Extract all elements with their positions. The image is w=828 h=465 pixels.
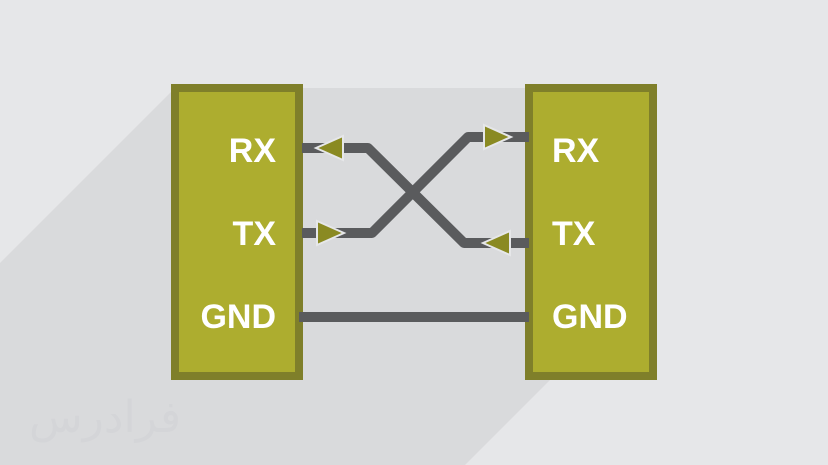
right-pin-tx-label: TX	[552, 215, 596, 253]
arrow-right-rx-incoming	[483, 123, 514, 151]
arrow-right-tx-outgoing	[480, 229, 511, 257]
left-device	[171, 84, 303, 380]
right-device	[525, 84, 657, 380]
left-pin-rx-label: RX	[229, 132, 277, 170]
right-pin-rx-label: RX	[552, 132, 600, 170]
right-pin-gnd-label: GND	[552, 298, 628, 336]
arrow-left-tx-outgoing	[316, 219, 347, 247]
watermark-logo: فرادرس	[29, 392, 181, 443]
background-shadow	[0, 88, 653, 465]
left-pin-tx-label: TX	[233, 215, 277, 253]
left-pin-gnd-label: GND	[200, 298, 276, 336]
arrow-left-rx-incoming	[313, 134, 344, 162]
